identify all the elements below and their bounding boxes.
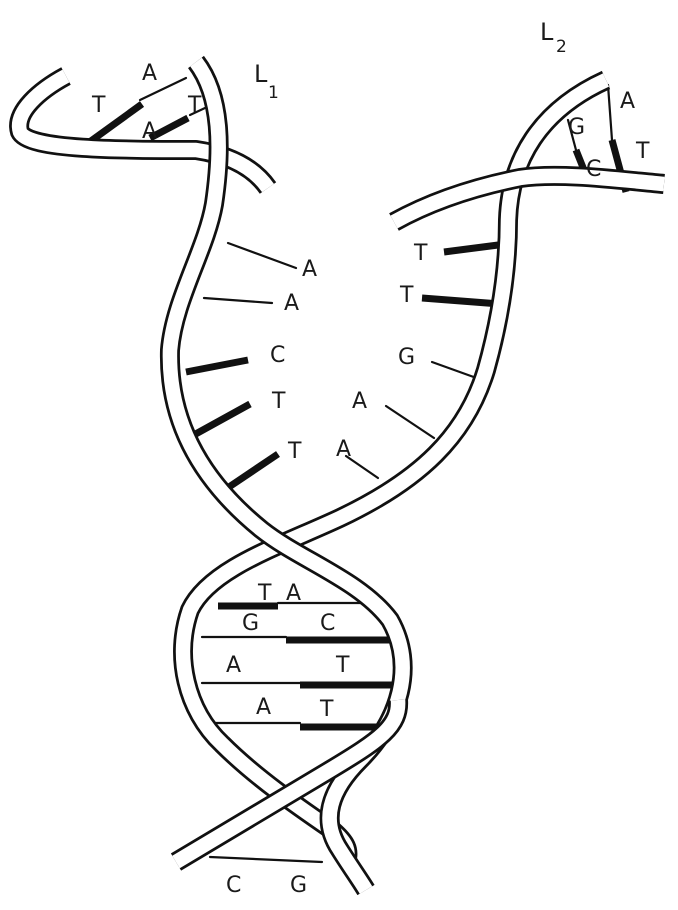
right-unpaired-base-labels: T T G A A: [336, 241, 428, 462]
strands: [19, 62, 664, 890]
base-right-5: A: [336, 437, 351, 462]
base-lower-1-left: T: [257, 581, 272, 606]
rung-right-1: [444, 244, 506, 252]
base-bottom-right: G: [290, 873, 307, 898]
base-lower-1-right: A: [286, 581, 301, 606]
rung-top-right-1-thin: [608, 85, 612, 140]
base-right-3: G: [398, 345, 415, 370]
base-bottom-left: C: [226, 873, 241, 898]
base-top-left-1-right: A: [142, 61, 157, 86]
base-lower-4-right: T: [319, 697, 334, 722]
rung-left-4: [192, 404, 250, 436]
rung-right-2: [422, 298, 500, 304]
rung-left-3: [186, 360, 248, 372]
base-lower-3-right: T: [335, 653, 350, 678]
base-top-right-1-left: G: [568, 115, 585, 140]
strand-label-l1: L: [254, 60, 268, 88]
base-left-3: C: [270, 343, 285, 368]
base-left-5: T: [287, 439, 302, 464]
base-right-2: T: [399, 283, 414, 308]
base-lower-2-left: G: [242, 611, 259, 636]
base-left-1: A: [302, 257, 317, 282]
strand-top-right: [394, 176, 664, 222]
bottom-base-labels: C G: [226, 873, 307, 898]
rung-left-2: [204, 298, 272, 303]
rung-right-4: [386, 406, 434, 438]
strand-labels: L 1 L 2: [254, 18, 567, 103]
base-lower-3-left: A: [226, 653, 241, 678]
rung-left-5: [226, 454, 278, 489]
base-right-1: T: [413, 241, 428, 266]
base-top-left-1-left: T: [91, 93, 106, 118]
base-left-4: T: [271, 389, 286, 414]
base-lower-4-left: A: [256, 695, 271, 720]
strand-label-l2: L: [540, 18, 554, 46]
base-left-2: A: [284, 291, 299, 316]
base-right-4: A: [352, 389, 367, 414]
left-unpaired-base-labels: A A C T T: [270, 257, 317, 464]
rung-left-1: [228, 243, 296, 268]
base-top-left-2-left: A: [142, 119, 157, 144]
base-top-right-2-right: T: [635, 139, 650, 164]
base-top-left-2-right: T: [187, 93, 202, 118]
base-lower-2-right: C: [320, 611, 335, 636]
base-top-right-1-right: A: [620, 89, 635, 114]
strand-label-l2-sub: 2: [556, 37, 567, 57]
rung-bottom: [210, 857, 322, 862]
base-top-right-2-left: C: [586, 157, 601, 182]
strand-label-l1-sub: 1: [268, 83, 279, 103]
